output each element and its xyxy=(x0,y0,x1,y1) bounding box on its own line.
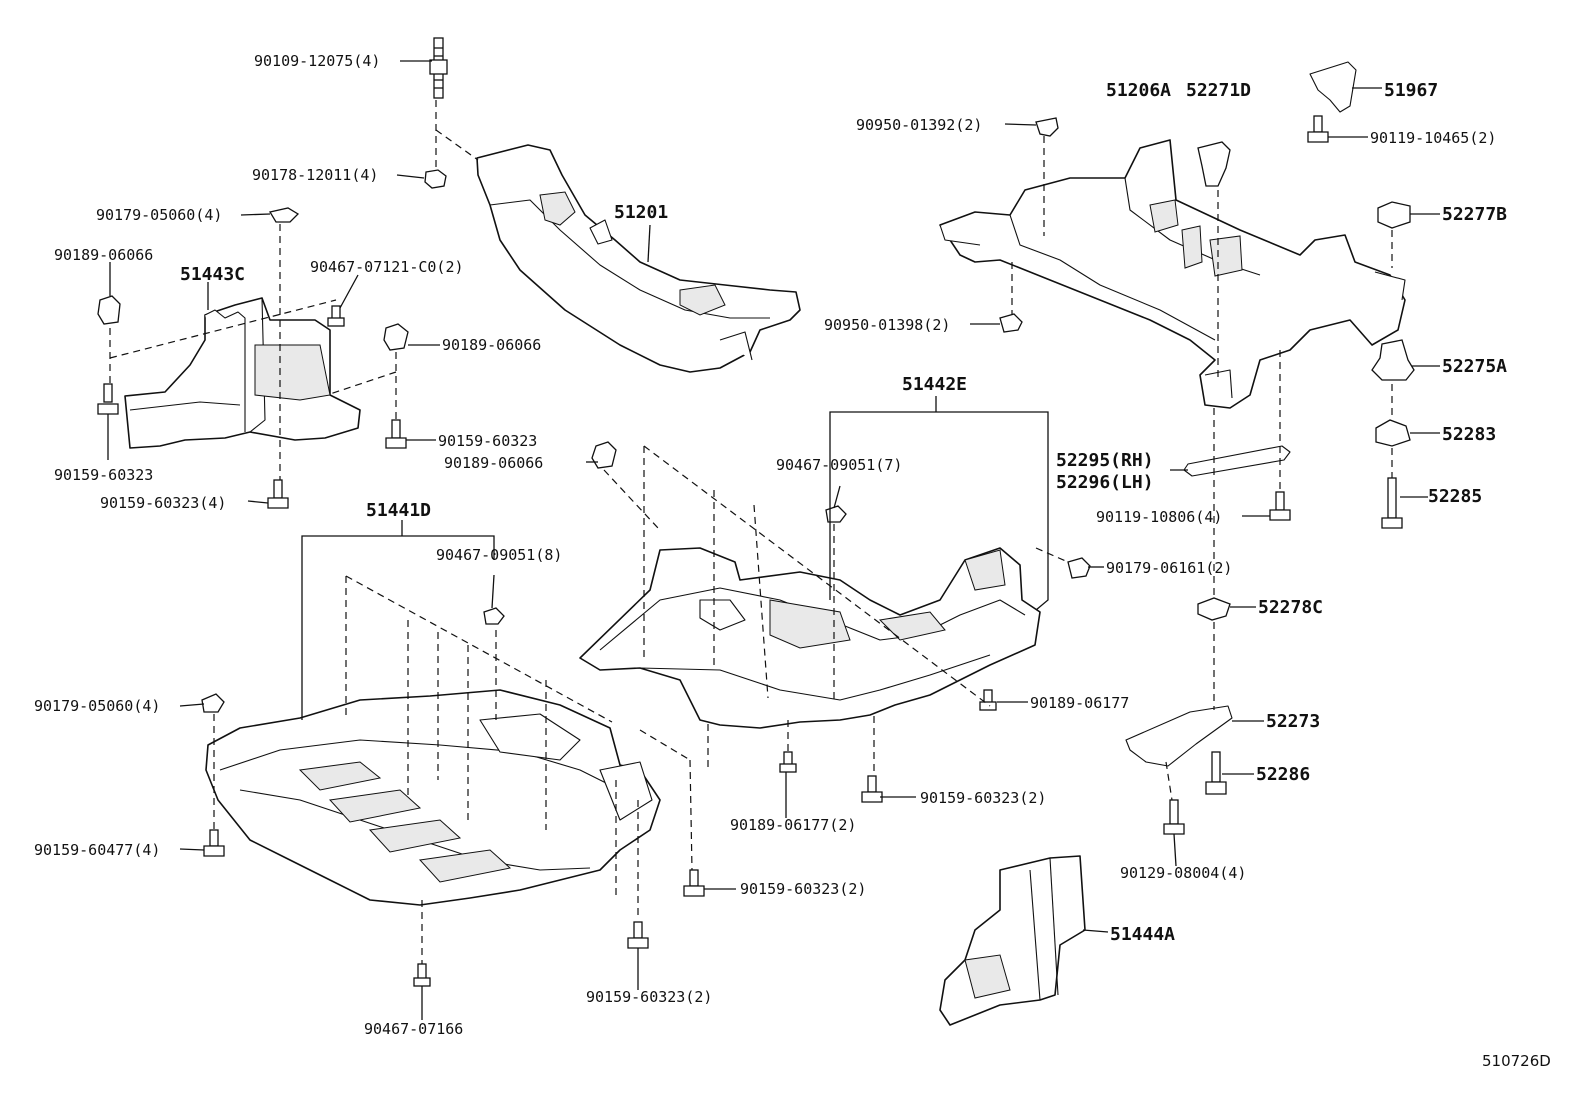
part-label: 51443C xyxy=(180,264,245,285)
part-label: 90109-12075(4) xyxy=(254,52,380,70)
part-label: 90189-06177(2) xyxy=(730,816,856,834)
part-label: 90467-09051(7) xyxy=(776,456,902,474)
bushing-52275a-icon xyxy=(1371,339,1415,381)
part-label: 90159-60477(4) xyxy=(34,841,160,859)
part-label: 51967 xyxy=(1384,80,1438,101)
nut-icon xyxy=(999,313,1023,333)
bolt-icon xyxy=(385,419,407,449)
part-label: 51206A xyxy=(1106,80,1171,101)
bracket-52273-icon xyxy=(1125,705,1233,767)
leader-lines xyxy=(107,60,1440,1020)
part-label: 90159-60323 xyxy=(438,432,537,450)
part-label: 90189-06066 xyxy=(442,336,541,354)
clip-icon xyxy=(97,295,121,325)
push-clip-icon xyxy=(825,505,847,523)
part-label: 52295(RH) xyxy=(1056,450,1154,471)
side-shield-51443c xyxy=(124,297,361,449)
bolt-icon xyxy=(1269,491,1291,521)
part-label: 52286 xyxy=(1256,764,1310,785)
bushing-52278c-icon xyxy=(1197,597,1231,621)
part-label: 90189-06066 xyxy=(54,246,153,264)
bushing-washer-icon xyxy=(1377,201,1411,229)
part-label: 51201 xyxy=(614,202,668,223)
part-label: 90179-05060(4) xyxy=(34,697,160,715)
push-clip-icon xyxy=(483,607,505,625)
clip-nut-icon xyxy=(201,693,225,713)
part-label: 90159-60323 xyxy=(54,466,153,484)
bolt-icon xyxy=(861,775,883,803)
part-label: 90467-07121-C0(2) xyxy=(310,258,464,276)
alignment-lines xyxy=(109,100,1393,964)
part-label: 90950-01398(2) xyxy=(824,316,950,334)
part-label: 90159-60323(2) xyxy=(920,789,1046,807)
bolt-icon xyxy=(683,869,705,897)
part-label: 90950-01392(2) xyxy=(856,116,982,134)
part-label: 90119-10465(2) xyxy=(1370,129,1496,147)
part-label: 90159-60323(2) xyxy=(740,880,866,898)
part-label: 52273 xyxy=(1266,711,1320,732)
part-label: 52275A xyxy=(1442,356,1507,377)
under-cover-51441d xyxy=(205,689,661,906)
part-label: 90159-60323(2) xyxy=(586,988,712,1006)
part-labels: 90109-12075(4) 90178-12011(4) 90179-0506… xyxy=(34,52,1551,1070)
side-shield-51444a xyxy=(939,855,1086,1026)
part-label: 90119-10806(4) xyxy=(1096,508,1222,526)
bolt-icon xyxy=(627,921,649,949)
part-label: 90129-08004(4) xyxy=(1120,864,1246,882)
clip-nut-icon xyxy=(268,207,300,223)
part-label: 52285 xyxy=(1428,486,1482,507)
part-label: 90178-12011(4) xyxy=(252,166,378,184)
part-label: 90189-06177 xyxy=(1030,694,1129,712)
bushing-cap-icon xyxy=(1197,141,1231,187)
crossmember-51201 xyxy=(476,144,801,373)
screw-icon xyxy=(413,963,431,987)
part-label: 52277B xyxy=(1442,204,1507,225)
part-label: 51441D xyxy=(366,500,431,521)
bolt-icon xyxy=(1163,799,1185,835)
bolt-icon xyxy=(1307,115,1329,143)
nut-icon xyxy=(1067,557,1091,579)
clip-icon xyxy=(591,441,617,469)
nut-icon xyxy=(424,169,447,189)
bolt-icon xyxy=(203,829,225,857)
cap-plug-icon xyxy=(1035,117,1059,137)
clip-icon xyxy=(383,323,409,351)
bolt-icon xyxy=(97,383,119,415)
part-label: 90467-07166 xyxy=(364,1020,463,1038)
bracket-51967-icon xyxy=(1309,61,1357,113)
long-bolt-icon xyxy=(1205,751,1227,795)
part-label: 90179-06161(2) xyxy=(1106,559,1232,577)
long-bolt-icon xyxy=(1381,477,1403,529)
stud-bolt-icon xyxy=(429,37,448,99)
part-label: 52278C xyxy=(1258,597,1323,618)
part-label: 90159-60323(4) xyxy=(100,494,226,512)
part-label: 90189-06066 xyxy=(444,454,543,472)
part-label: 90179-05060(4) xyxy=(96,206,222,224)
bolt-icon xyxy=(267,479,289,509)
brace-52295-icon xyxy=(1183,445,1291,477)
part-label: 52283 xyxy=(1442,424,1496,445)
under-cover-51442e xyxy=(579,547,1041,729)
part-label: 51444A xyxy=(1110,924,1175,945)
screw-icon xyxy=(979,689,997,711)
part-label: 52271D xyxy=(1186,80,1251,101)
part-label: 52296(LH) xyxy=(1056,472,1154,493)
rear-subframe-51206a xyxy=(939,139,1406,409)
diagram-id: 510726D xyxy=(1482,1052,1551,1070)
part-label: 90467-09051(8) xyxy=(436,546,562,564)
bushing-52283-icon xyxy=(1375,419,1411,447)
part-label: 51442E xyxy=(902,374,967,395)
screw-icon xyxy=(779,751,797,773)
screw-icon xyxy=(327,305,345,327)
